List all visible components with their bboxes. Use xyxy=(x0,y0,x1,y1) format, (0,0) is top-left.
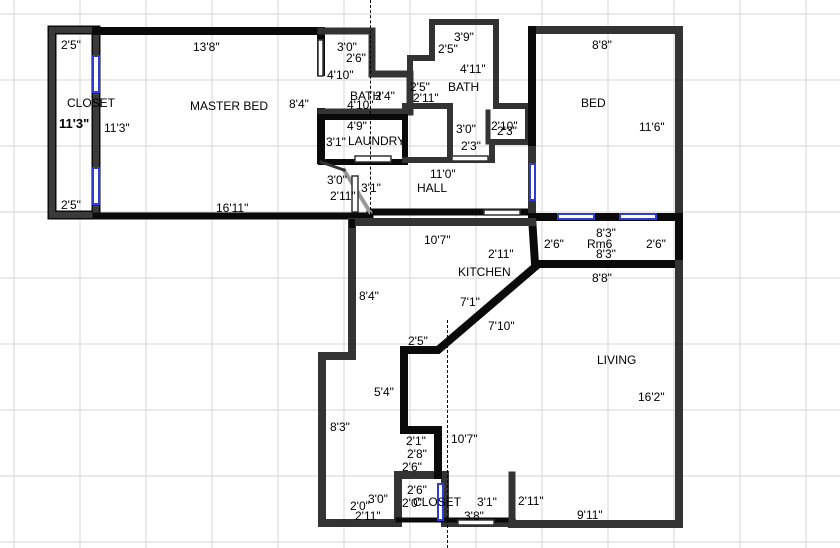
dim-hall-diag: 2'11" xyxy=(330,189,356,203)
wall-bath xyxy=(407,19,531,163)
door-laundry xyxy=(354,155,392,163)
dim-bottom-left-c: 2'11" xyxy=(355,509,381,523)
dim-living-step: 2'11" xyxy=(518,494,544,508)
wall-hall-left xyxy=(319,160,346,172)
dim-island-top: 2'5" xyxy=(408,334,428,348)
door-bath-small xyxy=(317,39,324,77)
dim-master-bottom-width: 16'11" xyxy=(216,201,249,215)
dim-bath-top-left: 2'5" xyxy=(438,42,458,56)
dim-island-lower-2: 2'6" xyxy=(402,460,422,474)
dim-bath-small-side: 2'4" xyxy=(375,89,395,103)
dim-bath-top-width: 3'9" xyxy=(454,30,474,44)
dim-master-right-height: 8'4" xyxy=(289,97,309,111)
wall-master-bottom xyxy=(92,208,536,220)
alignment-guide-upper xyxy=(370,0,371,215)
alignment-guide-lower xyxy=(447,320,448,548)
dim-island-bottom: 2'1" xyxy=(406,434,426,448)
dim-hall-left: 3'0" xyxy=(327,173,347,187)
dim-bath-inner-small: 2'3" xyxy=(497,124,517,138)
dim-bath-left-step: 2'5" xyxy=(410,80,430,94)
window-closet-bottom-door xyxy=(437,483,444,521)
dim-hall-closet: 3'0" xyxy=(456,122,476,136)
dim-rm6-top: 8'3" xyxy=(596,226,616,240)
dim-kitchen-diag: 7'1" xyxy=(460,295,480,309)
dim-island-right: 10'7" xyxy=(451,432,478,446)
wall-bath-small xyxy=(317,27,414,116)
dim-master-width: 13'8" xyxy=(193,40,220,54)
dim-closet-bottom-width: 2'5" xyxy=(61,198,81,212)
dim-closet-right: 3'1" xyxy=(477,495,497,509)
window-closet-bottom xyxy=(92,167,100,205)
room-label-closet-bottom: CLOSET xyxy=(413,495,462,509)
dim-west-lower: 8'3" xyxy=(330,420,350,434)
room-label-bath: BATH xyxy=(448,80,480,94)
dim-bottom-left-b: 3'0" xyxy=(368,492,388,506)
dim-bath-left-width: 2'11" xyxy=(413,91,439,105)
wall-hall-top xyxy=(402,103,453,163)
dim-closet-height: 11'3" xyxy=(59,116,90,131)
dim-closet-top-width: 2'5" xyxy=(61,38,81,52)
dim-island-lower: 2'8" xyxy=(407,447,427,461)
dim-bath-small-width: 3'0" xyxy=(337,40,357,54)
dim-rm6-bottom: 8'3" xyxy=(596,247,616,261)
window-rm6-right xyxy=(619,213,657,220)
dim-kitchen-right: 2'11" xyxy=(488,247,514,261)
dim-bed-width: 8'8" xyxy=(592,38,612,52)
door-closet-bottom xyxy=(457,519,495,526)
dim-living-top: 8'8" xyxy=(592,271,612,285)
dim-hall-door: 2'3" xyxy=(461,139,481,153)
dim-bath-small-height: 4'10" xyxy=(327,68,354,82)
room-label-kitchen: KITCHEN xyxy=(458,265,511,279)
window-bed-west xyxy=(529,163,536,201)
wall-kitchen-living-outer xyxy=(318,218,683,528)
dim-closet-bottom-width: 3'8" xyxy=(464,509,484,523)
room-label-rm6: Rm6 xyxy=(587,237,613,251)
dim-master-height: 11'3" xyxy=(104,121,130,135)
windows xyxy=(92,39,657,526)
door-hall-bottom xyxy=(483,209,521,216)
window-closet-top xyxy=(92,55,100,93)
dim-bottom-left-a: 2'0" xyxy=(350,499,370,513)
dim-kitchen-width: 10'7" xyxy=(424,233,451,247)
dim-living-diag: 7'10" xyxy=(488,319,515,333)
dim-bed-height: 11'6" xyxy=(639,120,665,134)
room-label-closet-top: CLOSET xyxy=(67,96,116,110)
dim-hall-width: 11'0" xyxy=(430,167,456,181)
room-label-bed: BED xyxy=(581,96,606,110)
dim-bath-inner: 2'10" xyxy=(491,119,518,133)
room-label-laundry: LAUNDRY xyxy=(348,134,406,148)
dim-kitchen-left: 8'4" xyxy=(359,289,379,303)
dim-rm6-left: 2'6" xyxy=(544,237,564,251)
door-bath xyxy=(451,155,489,162)
dim-living-height: 16'2" xyxy=(638,390,665,404)
wall-kitchen-diagonal xyxy=(400,261,541,479)
dim-closet-left: 2'0" xyxy=(402,496,422,510)
dim-rm6-right: 2'6" xyxy=(646,237,666,251)
window-rm6-left xyxy=(557,213,595,220)
dim-bath-small-step: 2'6" xyxy=(346,51,366,65)
dim-laundry-width: 4'9" xyxy=(347,119,367,133)
dim-closet-bottom-top: 2'6" xyxy=(407,483,427,497)
dim-laundry-height: 3'1" xyxy=(326,135,346,149)
room-label-bath-small: BATH xyxy=(350,89,382,103)
walls xyxy=(47,19,683,528)
dim-living-bottom: 9'11" xyxy=(577,508,603,522)
door-hall xyxy=(351,175,359,213)
room-label-master-bed: MASTER BED xyxy=(190,99,269,113)
dim-island-height: 5'4" xyxy=(374,385,394,399)
dim-bath-small-bottom: 4'10" xyxy=(347,98,374,112)
dim-hall-diag-small: 3'1" xyxy=(361,181,381,195)
room-label-living: LIVING xyxy=(597,353,637,367)
room-label-hall: HALL xyxy=(417,181,448,195)
dim-bath-height: 4'11" xyxy=(460,62,486,76)
